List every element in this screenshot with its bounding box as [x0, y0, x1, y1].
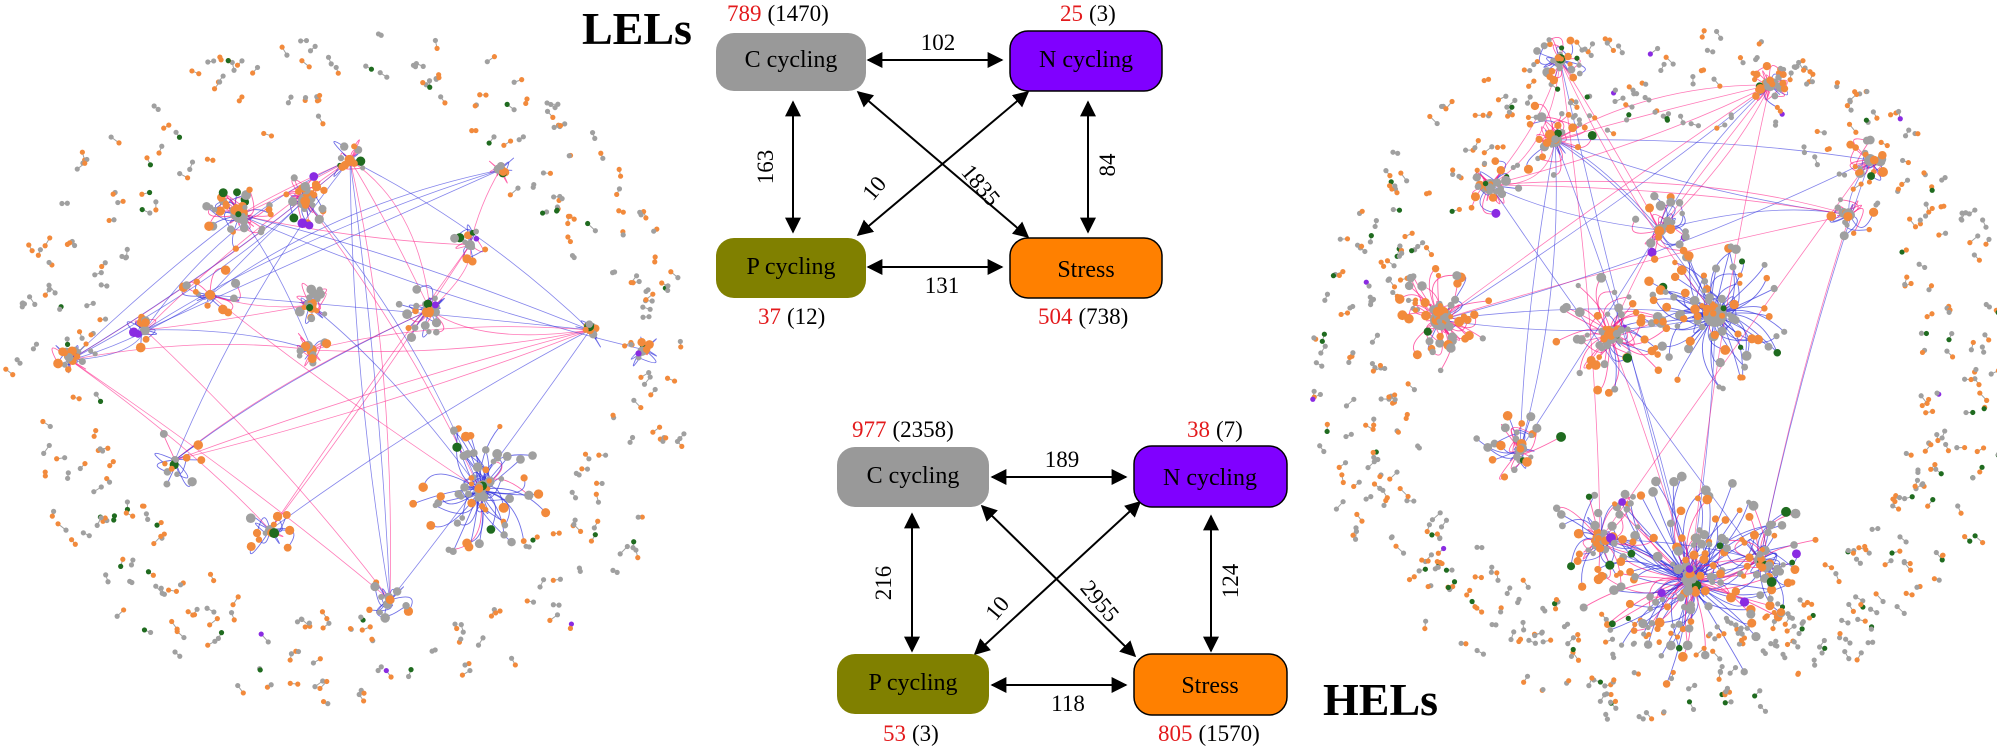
node-c-cycling: C cycling — [716, 33, 866, 91]
edge-label-c-n: 189 — [1045, 447, 1080, 472]
edge-label-c-n: 102 — [921, 30, 956, 55]
count-c-cycling: 977(2358) — [852, 417, 954, 442]
edge-c-s — [856, 90, 1030, 239]
svg-text:N cycling: N cycling — [1039, 47, 1133, 73]
lels-panel: LELs 102 163 84 131 10 1835 C cycling N … — [582, 1, 1163, 329]
edge-label-c-s: 2955 — [1075, 576, 1124, 627]
count-n-cycling: 38(7) — [1187, 417, 1243, 442]
svg-text:P cycling: P cycling — [868, 670, 957, 696]
edge-label-p-s: 118 — [1051, 691, 1085, 716]
node-stress: Stress — [1009, 237, 1163, 299]
node-p-cycling: P cycling — [716, 238, 866, 298]
svg-text:N cycling: N cycling — [1163, 465, 1257, 491]
node-n-cycling: N cycling — [1133, 445, 1288, 508]
network-nodes — [3, 31, 687, 707]
svg-text:Stress: Stress — [1181, 673, 1238, 699]
svg-text:C cycling: C cycling — [867, 463, 960, 489]
svg-text:P cycling: P cycling — [746, 254, 835, 280]
edge-label-n-p: 10 — [980, 591, 1014, 625]
edge-label-n-s: 124 — [1218, 563, 1243, 598]
count-stress: 504(738) — [1038, 304, 1128, 329]
edge-label-p-s: 131 — [925, 273, 960, 298]
count-p-cycling: 53(3) — [883, 721, 939, 746]
count-stress: 805(1570) — [1158, 721, 1260, 746]
panel-label-lels: LELs — [582, 3, 692, 54]
edge-label-c-p: 163 — [753, 150, 778, 185]
hels-panel: HELs 189 216 124 118 10 2955 C cycling N… — [837, 417, 1438, 746]
node-stress: Stress — [1133, 653, 1288, 716]
edge-label-n-p: 10 — [857, 171, 891, 205]
panel-label-hels: HELs — [1323, 674, 1438, 725]
svg-text:C cycling: C cycling — [745, 47, 838, 73]
node-p-cycling: P cycling — [837, 654, 989, 714]
edge-label-c-s: 1835 — [956, 160, 1005, 211]
edge-label-n-s: 84 — [1095, 153, 1120, 177]
edge-c-s — [980, 504, 1137, 658]
count-c-cycling: 789(1470) — [727, 1, 829, 26]
count-p-cycling: 37(12) — [758, 304, 825, 329]
edge-label-c-p: 216 — [871, 566, 896, 601]
node-c-cycling: C cycling — [837, 447, 989, 507]
svg-text:Stress: Stress — [1057, 257, 1114, 283]
node-n-cycling: N cycling — [1009, 30, 1163, 92]
count-n-cycling: 25(3) — [1060, 1, 1116, 26]
network-nodes — [1310, 28, 1997, 722]
